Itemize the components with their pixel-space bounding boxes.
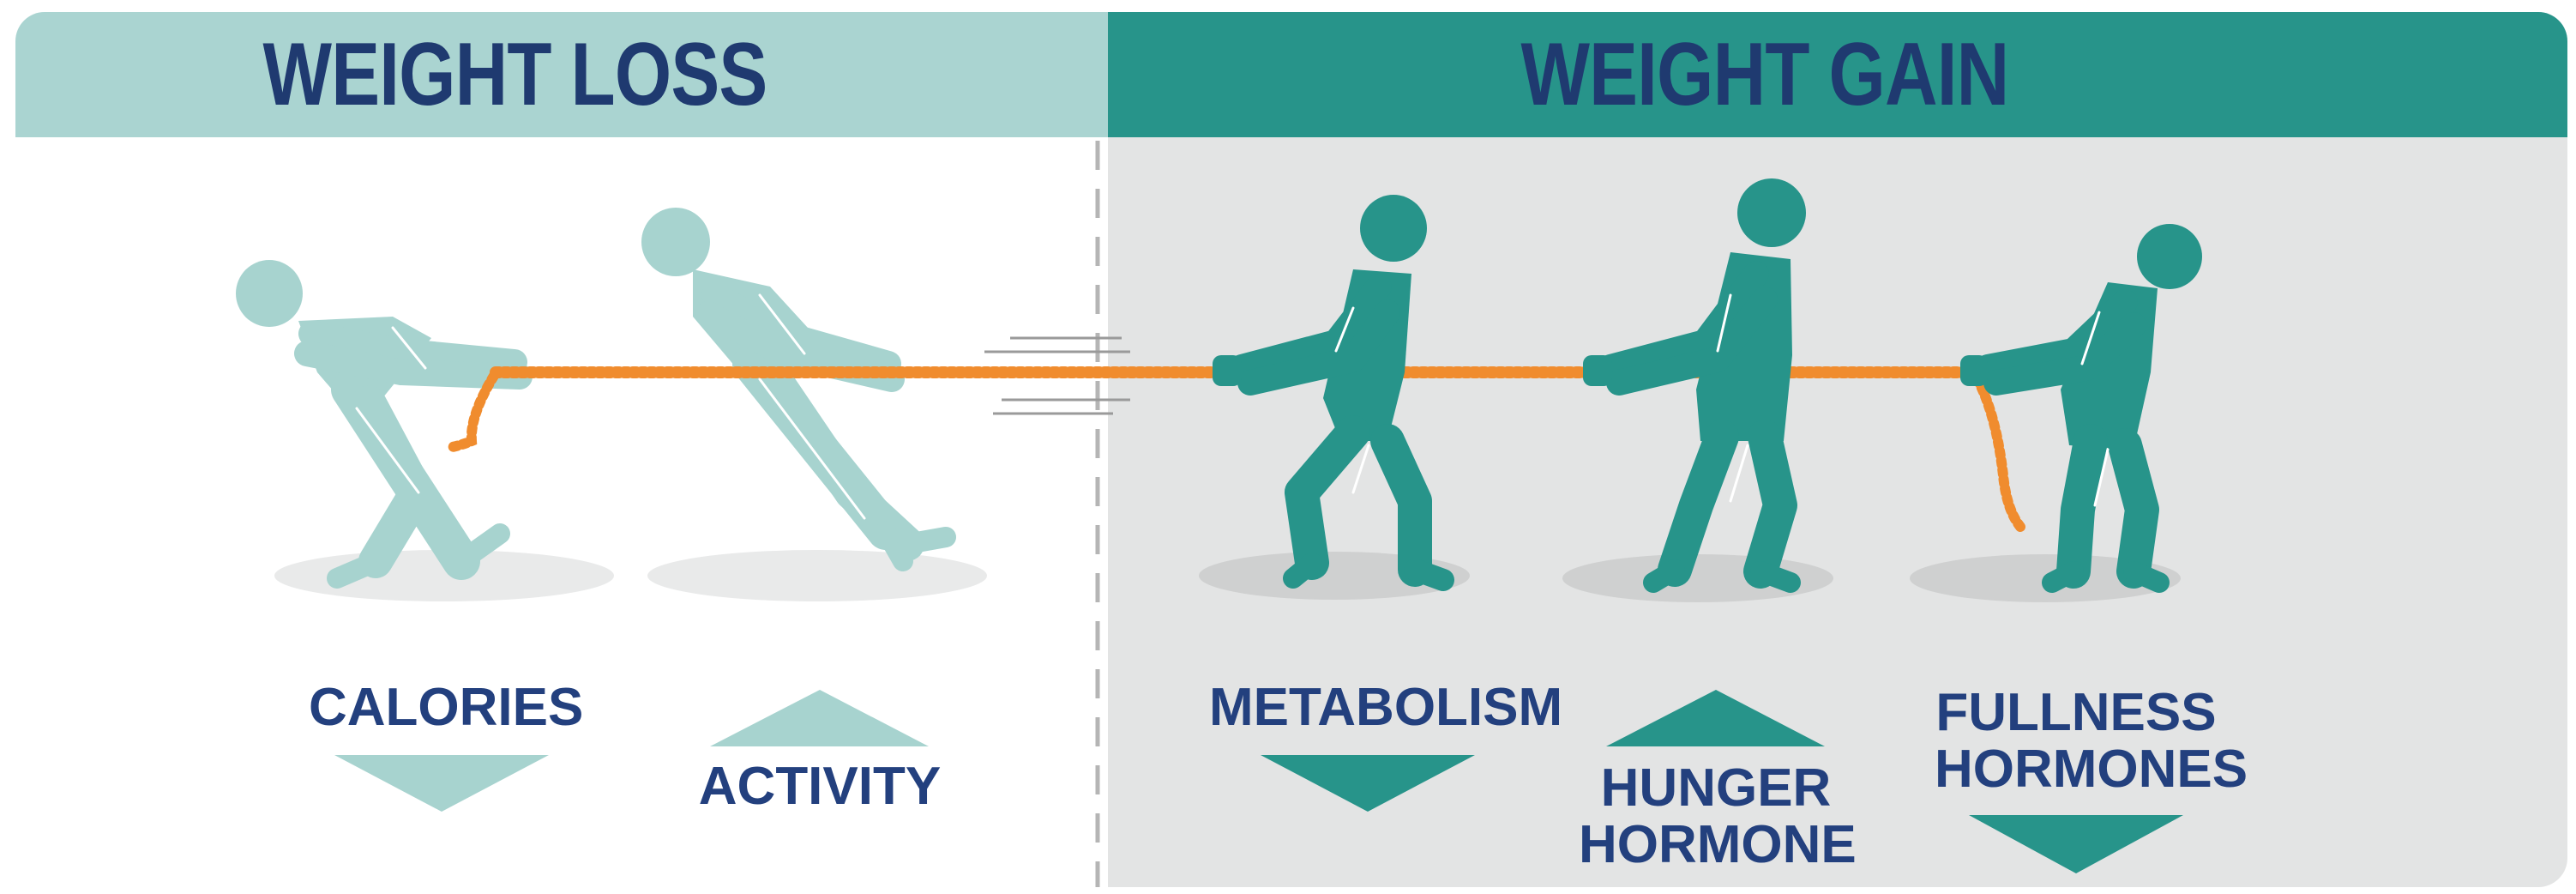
figure-metabolism-person <box>1213 195 1443 580</box>
metabolism-label: METABOLISM <box>1209 680 1526 736</box>
hunger-hormone-label-line1: HUNGER <box>1579 760 1853 817</box>
activity-up-arrow <box>710 690 929 746</box>
fullness-hormones-label-line1: FULLNESS <box>1935 685 2218 741</box>
hunger-hormone-up-arrow <box>1606 690 1825 746</box>
activity-label: ACTIVITY <box>687 758 953 815</box>
ground-shadows <box>274 550 2181 602</box>
metabolism-down-arrow <box>1261 755 1475 812</box>
calories-down-arrow <box>334 755 549 812</box>
fullness-hormones-down-arrow <box>1969 815 2183 873</box>
infographic: WEIGHT LOSS WEIGHT GAIN <box>15 12 2567 887</box>
hunger-hormone-label-line2: HORMONE <box>1579 817 1853 873</box>
figure-fullness-hormones-person <box>1960 224 2202 583</box>
calories-label: CALORIES <box>309 680 575 736</box>
fullness-hormones-label-line2: HORMONES <box>1935 741 2218 798</box>
figure-activity-person <box>641 208 946 561</box>
figure-hunger-hormone-person <box>1583 178 1806 583</box>
